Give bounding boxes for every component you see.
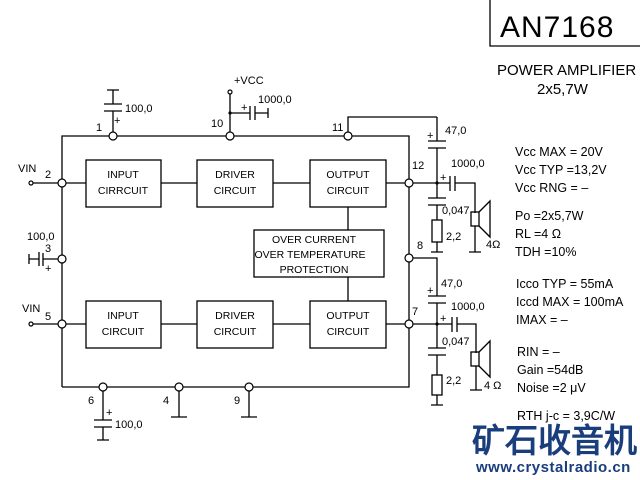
spec-vcc-typ: Vcc TYP =13,2V xyxy=(515,163,607,177)
spec-imax: IMAX = – xyxy=(516,313,568,327)
block-output-bottom: OUTPUT CIRCUIT xyxy=(309,300,387,349)
spec-tdh: TDH =10% xyxy=(515,245,576,259)
svg-text:OVER TEMPERATURE: OVER TEMPERATURE xyxy=(254,249,365,261)
ground-pin4 xyxy=(171,387,187,418)
pin-markers xyxy=(57,131,414,392)
spec-rl: RL =4 Ω xyxy=(515,227,561,241)
svg-text:OUTPUT: OUTPUT xyxy=(326,169,370,181)
svg-text:100,0: 100,0 xyxy=(115,419,143,431)
svg-text:1000,0: 1000,0 xyxy=(451,301,485,313)
svg-text:+: + xyxy=(241,102,247,114)
pin-label-9: 9 xyxy=(234,395,240,407)
pin-label-1: 1 xyxy=(96,122,102,134)
watermark-url: www.crystalradio.cn xyxy=(475,459,631,476)
block-driver-top: DRIVER CIRCUIT xyxy=(196,159,274,208)
block-driver-bottom: DRIVER CIRCUIT xyxy=(196,300,274,349)
ic-frame xyxy=(61,116,437,388)
block-input-top: INPUT CIRRCUIT xyxy=(85,159,162,208)
vin-top-label: VIN xyxy=(18,163,36,175)
svg-text:47,0: 47,0 xyxy=(445,125,466,137)
svg-text:PROTECTION: PROTECTION xyxy=(280,264,349,276)
svg-text:OVER CURRENT: OVER CURRENT xyxy=(272,234,357,246)
svg-text:1000,0: 1000,0 xyxy=(451,158,485,170)
spec-po: Po =2x5,7W xyxy=(515,209,584,223)
vin-bottom-label: VIN xyxy=(22,303,40,315)
pin-label-12: 12 xyxy=(412,160,424,172)
svg-text:100,0: 100,0 xyxy=(27,231,55,243)
spec-noise: Noise =2 μV xyxy=(517,381,586,395)
input-bottom: VIN xyxy=(22,303,62,327)
pin-label-6: 6 xyxy=(88,395,94,407)
description-line2: 2x5,7W xyxy=(537,81,589,98)
svg-text:+: + xyxy=(440,313,446,325)
part-number: AN7168 xyxy=(500,11,614,44)
pin-label-8: 8 xyxy=(417,240,423,252)
output-network-bottom: + 47,0 + 1000,0 0,047 2,2 4 Ω xyxy=(409,257,501,406)
svg-text:0,047: 0,047 xyxy=(442,336,470,348)
input-top: VIN xyxy=(18,163,62,186)
svg-text:0,047: 0,047 xyxy=(442,205,470,217)
svg-text:+: + xyxy=(45,263,51,275)
svg-text:+: + xyxy=(427,130,433,142)
capacitor-pin1: + 100,0 xyxy=(104,89,153,136)
svg-text:CIRCUIT: CIRCUIT xyxy=(214,185,257,197)
pin-label-4: 4 xyxy=(163,395,169,407)
block-output-top: OUTPUT CIRCUIT xyxy=(309,159,387,208)
svg-text:+: + xyxy=(106,407,112,419)
spec-icco-typ: Icco TYP = 55mA xyxy=(516,277,614,291)
svg-text:CIRCUIT: CIRCUIT xyxy=(327,185,370,197)
svg-text:CIRCUIT: CIRCUIT xyxy=(214,326,257,338)
svg-text:CIRCUIT: CIRCUIT xyxy=(327,326,370,338)
spec-gain: Gain =54dB xyxy=(517,363,583,377)
svg-text:+: + xyxy=(427,285,433,297)
svg-text:2,2: 2,2 xyxy=(446,375,461,387)
svg-text:INPUT: INPUT xyxy=(107,169,139,181)
output-network-top: + 47,0 + 1000,0 0,047 2,2 4Ω xyxy=(409,117,500,253)
description-line1: POWER AMPLIFIER xyxy=(497,62,636,79)
ground-pin9 xyxy=(241,387,257,418)
spec-rth: RTH j-c = 3,9C/W xyxy=(517,409,615,423)
spec-vcc-rng: Vcc RNG = – xyxy=(515,181,588,195)
svg-text:4 Ω: 4 Ω xyxy=(484,380,501,392)
spec-rin: RIN = – xyxy=(517,345,560,359)
svg-text:+: + xyxy=(114,115,120,127)
specs-list: Vcc MAX = 20V Vcc TYP =13,2V Vcc RNG = –… xyxy=(515,145,624,423)
spec-iccd-max: Iccd MAX = 100mA xyxy=(516,295,624,309)
pin-label-7: 7 xyxy=(412,306,418,318)
svg-text:4Ω: 4Ω xyxy=(486,239,500,251)
svg-text:1000,0: 1000,0 xyxy=(258,94,292,106)
svg-text:47,0: 47,0 xyxy=(441,278,462,290)
svg-text:2,2: 2,2 xyxy=(446,231,461,243)
watermark-logo: 矿石收音机 xyxy=(472,422,637,459)
pin-label-5: 5 xyxy=(45,311,51,323)
svg-text:DRIVER: DRIVER xyxy=(215,169,255,181)
title-box xyxy=(489,0,640,47)
block-input-bottom: INPUT CIRCUIT xyxy=(85,300,162,349)
vcc-label: +VCC xyxy=(234,75,264,87)
pin-label-10: 10 xyxy=(211,118,223,130)
pin-label-3: 3 xyxy=(45,243,51,255)
svg-text:DRIVER: DRIVER xyxy=(215,310,255,322)
pin-label-11: 11 xyxy=(332,122,343,134)
svg-text:100,0: 100,0 xyxy=(125,103,153,115)
capacitor-pin3: + 100,0 xyxy=(27,231,62,275)
pin-label-2: 2 xyxy=(45,169,51,181)
svg-text:INPUT: INPUT xyxy=(107,310,139,322)
vcc-supply: + 1000,0 +VCC xyxy=(227,75,292,136)
internal-wiring xyxy=(62,182,409,325)
svg-text:CIRCUIT: CIRCUIT xyxy=(102,326,145,338)
capacitor-pin6: + 100,0 xyxy=(94,387,143,441)
block-protection: OVER CURRENT OVER TEMPERATURE PROTECTION xyxy=(253,229,385,278)
spec-vcc-max: Vcc MAX = 20V xyxy=(515,145,604,159)
svg-text:CIRRCUIT: CIRRCUIT xyxy=(98,185,149,197)
svg-text:+: + xyxy=(440,172,446,184)
svg-text:OUTPUT: OUTPUT xyxy=(326,310,370,322)
